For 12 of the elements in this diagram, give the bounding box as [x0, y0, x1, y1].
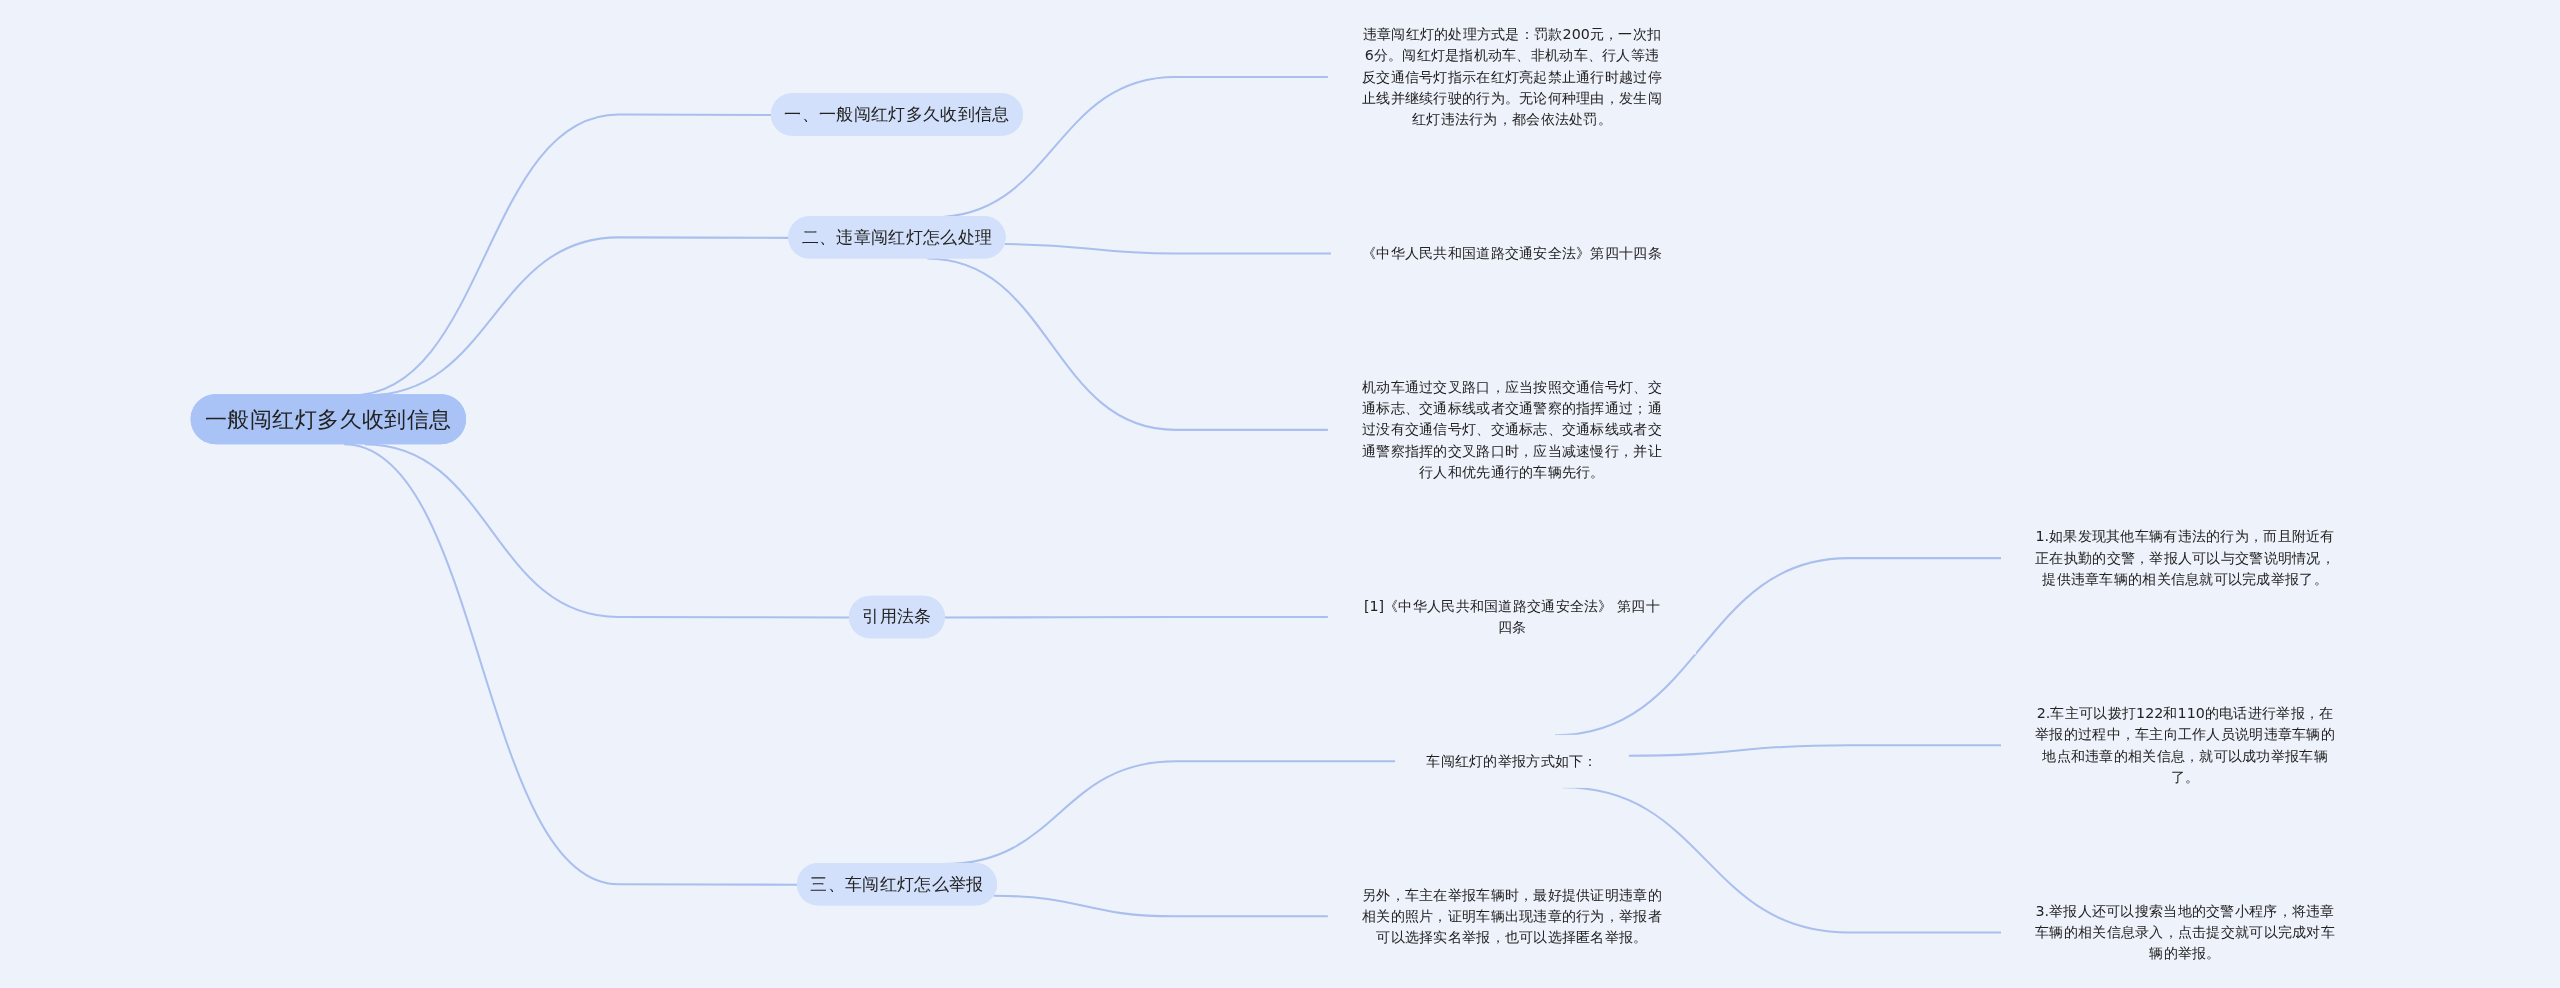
node-text: [1]《中华人民共和国道路交通安全法》 第四十四条 — [1364, 597, 1661, 636]
connector — [945, 616, 1329, 619]
connector — [1004, 243, 1332, 255]
node-text: 另外，车主在举报车辆时，最好提供证明违章的相关的照片，证明车辆出现违章的行为，举报者可以选择实名举报，也可以选择匿名举报。 — [1362, 886, 1662, 946]
connector — [993, 894, 1329, 918]
node-text: 2.车主可以拨打122和110的电话进行举报，在举报的过程中，车主向工作人员说明违章车辆的地点和违章的相关信息，就可以成功举报车辆了。 — [2035, 704, 2336, 786]
node-text: 违章闯红灯的处理方式是：罚款200元，一次扣6分。闯红灯是指机动车、非机动车、行人等违反交通信号灯指示在红灯亮起禁止通行时越过停止线并继续行驶的行为。无论何种理由，发生闯红灯违法行为，都会依法处罚。 — [1362, 25, 1662, 128]
node-text: 机动车通过交叉路口，应当按照交通信号灯、交通标志、交通标线或者交通警察的指挥通过；通过没有交通信号灯、交通标志、交通标线或者交通警察指挥的交叉路口时，应当减速慢行，并让行人和优先通行的车辆先行。 — [1362, 378, 1662, 481]
node-text: 1.如果发现其他车辆有违法的行为，而且附近有正在执勤的交警，举报人可以与交警说明情况，提供违章车辆的相关信息就可以完成举报了。 — [2035, 528, 2336, 588]
connector — [1628, 744, 2002, 757]
node-text: 《中华人民共和国道路交通安全法》第四十四条 — [1362, 244, 1662, 262]
node-text: 3.举报人还可以搜索当地的交警小程序，将违章车辆的相关信息录入，点击提交就可以完成对车辆的举报。 — [2035, 902, 2336, 962]
